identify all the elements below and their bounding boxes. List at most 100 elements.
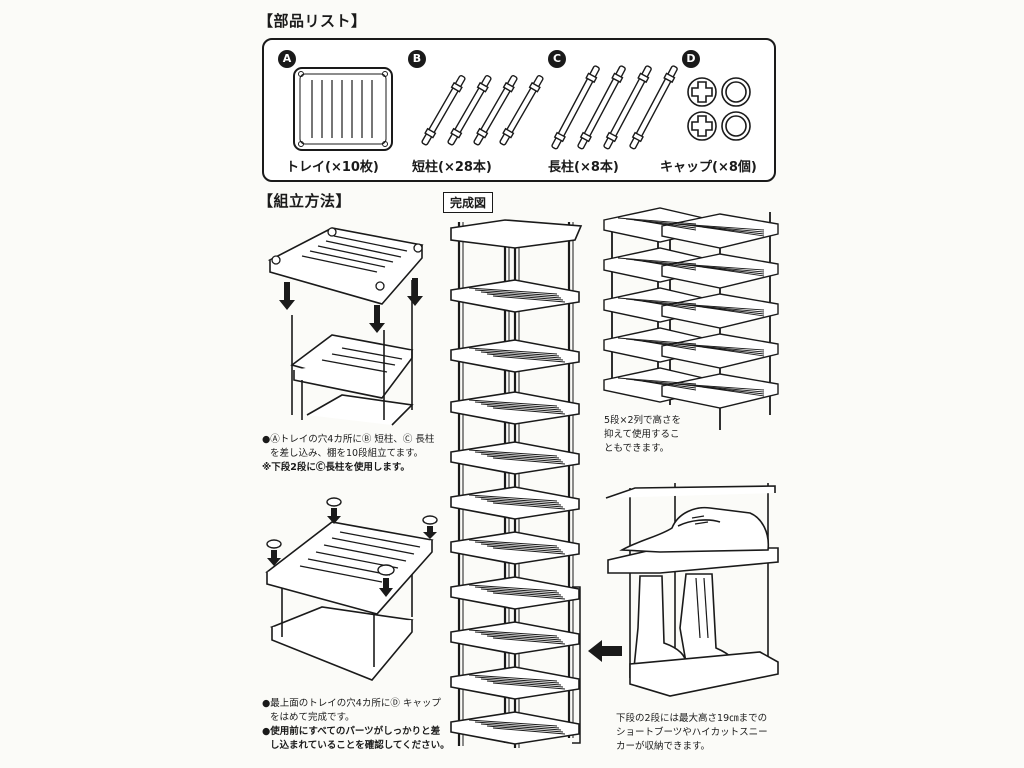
tower-tray-slat: [468, 494, 558, 502]
tower-tray-slat: [480, 723, 562, 731]
cap-part-illustration: [687, 77, 751, 141]
tower-tray-slat: [480, 678, 562, 686]
step1-line3: ※下段2段にⒸ長柱を使用します。: [262, 462, 410, 473]
right-column-tray: [661, 333, 779, 369]
tray-slat: [617, 257, 697, 265]
right-column-tray: [661, 253, 779, 289]
tower-tray-slat: [492, 407, 566, 415]
right-column-tray: [661, 293, 779, 329]
step1-line2: を差し込み、棚を10段組立てます。: [270, 448, 424, 459]
tower-tray-slat: [474, 349, 560, 357]
tray-slat: [641, 340, 697, 351]
tray-slat: [617, 377, 697, 385]
tower-tray-slat: [480, 543, 562, 551]
tower-tray-slat: [486, 405, 564, 413]
step1-line1: ●Ⓐトレイの穴4カ所にⒷ 短柱、Ⓒ 長柱: [262, 434, 435, 445]
part-d-badge: D: [682, 50, 700, 68]
tower-tray-slat: [486, 455, 564, 463]
two-column-line2: 抑えて使用するこ: [604, 429, 680, 440]
boots-line2: ショートブーツやハイカットスニー: [616, 727, 768, 738]
assembly-step2-note: ●最上面のトレイの穴4カ所にⒹ キャップ をはめて完成です。 ●使用前にすべての…: [262, 697, 450, 753]
part-b-badge: B: [408, 50, 426, 68]
completed-tower-illustration: [450, 219, 583, 748]
lower-tiers-bracket: [572, 586, 581, 744]
tower-tray-slat: [474, 401, 560, 409]
tray-slat: [701, 226, 765, 237]
tower-tray-slat: [480, 291, 562, 299]
tower-tray-slat: [492, 592, 566, 600]
tower-tray-slat: [492, 502, 566, 510]
assembly-step1-illustration: [267, 227, 424, 426]
long-pole-illustration: [551, 65, 678, 150]
short-pole-illustration: [421, 74, 544, 146]
tower-tray-slat: [480, 633, 562, 641]
tower-tray-slat: [468, 629, 558, 637]
step2-line2: をはめて完成です。: [270, 712, 355, 723]
step2-line1: ●最上面のトレイの穴4カ所にⒹ キャップ: [262, 698, 441, 709]
tower-top-tray: [450, 219, 583, 249]
tower-tray-slat: [474, 631, 560, 639]
right-column-tray: [661, 373, 779, 409]
tray-slat: [677, 343, 765, 351]
tray-slat: [701, 346, 765, 357]
step2-line3: ●使用前にすべてのパーツがしっかりと差: [262, 726, 441, 737]
tower-tray-slat: [486, 293, 564, 301]
tray-slat: [641, 220, 697, 231]
step2-line4: し込まれていることを確認してください。: [270, 740, 450, 751]
tower-tray-slat: [474, 496, 560, 504]
tower-tray-slat: [474, 721, 560, 729]
tower-tray-slat: [492, 355, 566, 363]
assembly-step2-illustration: [265, 497, 438, 681]
boots-line1: 下段の2段には最大高さ19㎝までの: [616, 713, 768, 724]
tower-tray-slat: [474, 451, 560, 459]
tray-slat: [677, 383, 765, 391]
tower-tray-slat: [486, 353, 564, 361]
tower-tray-slat: [486, 680, 564, 688]
part-c-badge: C: [548, 50, 566, 68]
arrow-left-icon: [588, 640, 622, 662]
tower-tray-slat: [474, 586, 560, 594]
part-a-label: トレイ(×10枚): [286, 160, 379, 175]
tray-slat: [701, 386, 765, 397]
tower-tray-slat: [468, 287, 558, 295]
boots-note: 下段の2段には最大高さ19㎝までの ショートブーツやハイカットスニー カーが収納…: [616, 712, 768, 754]
tower-tray-slat: [486, 500, 564, 508]
tower-tray-slat: [486, 590, 564, 598]
tray-slat: [677, 263, 765, 271]
parts-list-box: A トレイ(×10枚) B 短柱(×28本) C 長柱(×8: [262, 38, 776, 182]
tower-tray-slat: [474, 289, 560, 297]
right-column-tray: [661, 213, 779, 249]
assembly-heading: 【組立方法】: [258, 192, 352, 210]
tower-tray-slat: [468, 449, 558, 457]
assembly-step1-note: ●Ⓐトレイの穴4カ所にⒷ 短柱、Ⓒ 長柱 を差し込み、棚を10段組立てます。 ※…: [262, 433, 434, 475]
tower-tray-slat: [468, 347, 558, 355]
tower-tray-slat: [468, 719, 558, 727]
tray-slat: [617, 337, 697, 345]
part-b-label: 短柱(×28本): [412, 160, 492, 175]
tower-tray-slat: [492, 727, 566, 735]
tray-slat: [677, 303, 765, 311]
tower-tray-slat: [480, 453, 562, 461]
tower-tray-slat: [480, 403, 562, 411]
tower-tray-slat: [480, 588, 562, 596]
part-c-label: 長柱(×8本): [548, 160, 619, 175]
tray-slat: [641, 260, 697, 271]
tray-slat: [677, 223, 765, 231]
part-d-label: キャップ(×8個): [660, 160, 757, 175]
two-column-illustration: [603, 207, 779, 430]
parts-list-heading: 【部品リスト】: [258, 12, 367, 30]
tray-slat: [701, 266, 765, 277]
two-column-note: 5段×2列で高さを 抑えて使用するこ ともできます。: [604, 414, 681, 456]
tray-slat: [641, 300, 697, 311]
tower-tray-slat: [492, 637, 566, 645]
boots-storage-illustration: [605, 483, 779, 697]
tray-part-illustration: [293, 67, 393, 151]
tower-tray-slat: [468, 584, 558, 592]
tower-tray-slat: [474, 676, 560, 684]
tower-tray-slat: [492, 547, 566, 555]
tower-tray-slat: [474, 541, 560, 549]
tray-slat: [617, 217, 697, 225]
tower-tray-slat: [492, 295, 566, 303]
tray-slat: [617, 297, 697, 305]
tower-tray-slat: [492, 682, 566, 690]
